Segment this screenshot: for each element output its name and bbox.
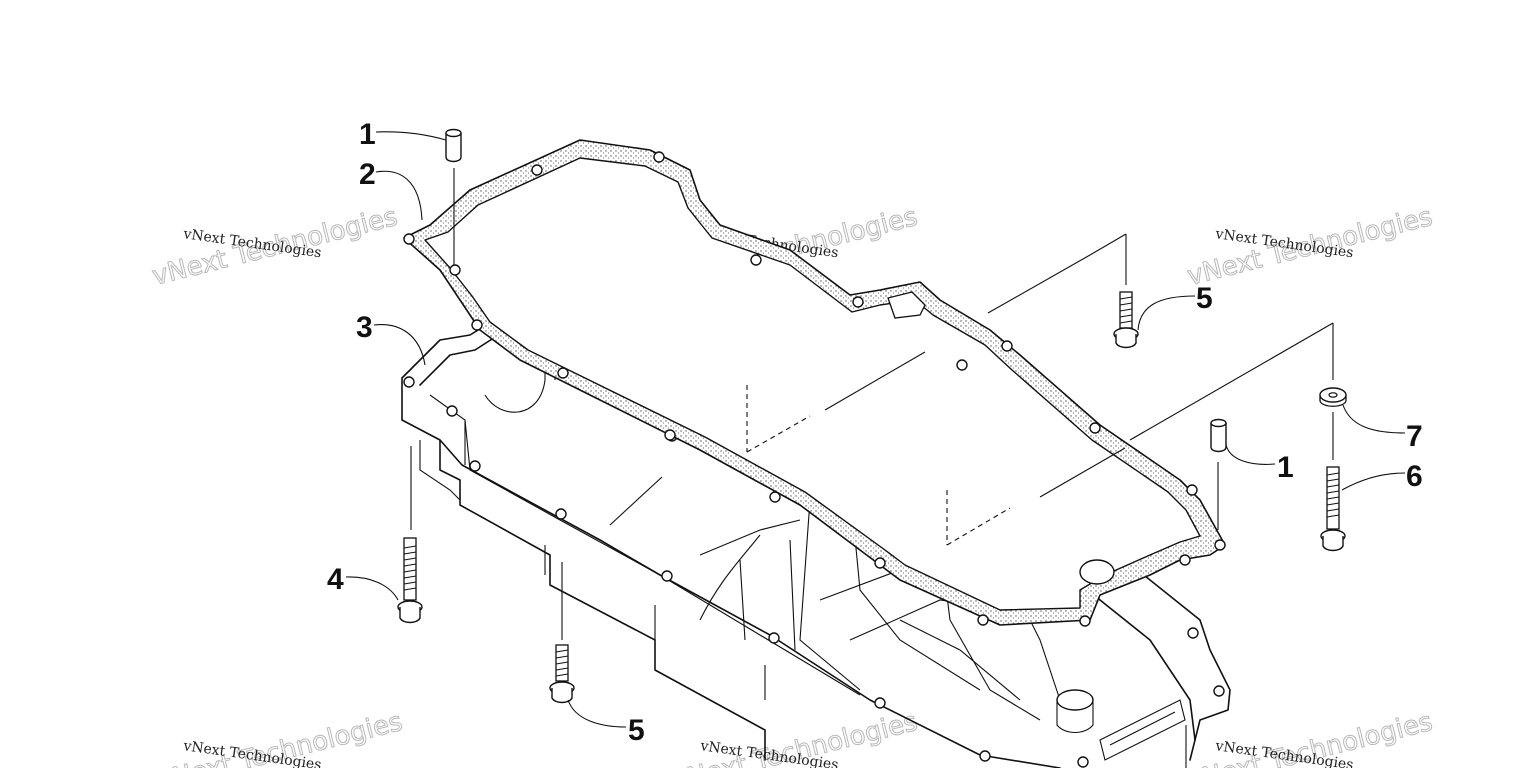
alignment-lines (410, 168, 1334, 768)
bolt-6 (1320, 466, 1346, 552)
watermark-bottom-left: vNext Technologies vNext Technologies (154, 706, 406, 773)
oil-pan-gasket (403, 139, 1226, 627)
washer-7 (1319, 387, 1347, 407)
callout-7-washer: 7 (1406, 420, 1423, 453)
callout-1-dowel-pin: 1 (359, 118, 376, 151)
callout-4-bolt: 4 (327, 563, 344, 596)
callout-6-bolt: 6 (1406, 460, 1423, 493)
callout-3-oil-pan: 3 (356, 311, 373, 344)
watermark-bottom-right: vNext Technologies vNext Technologies (1184, 706, 1436, 773)
bolt-5-bottom (549, 644, 575, 704)
callout-2-gasket: 2 (359, 158, 376, 191)
bolt-5-top (1113, 291, 1139, 349)
dowel-pin-right (1210, 418, 1227, 453)
dowel-pin-top-left (445, 128, 462, 163)
watermark-top-right: vNext Technologies vNext Technologies (1184, 201, 1436, 292)
callout-1-dowel-pin-right: 1 (1277, 451, 1294, 484)
callout-leaders (345, 131, 1406, 728)
watermark-top-left: vNext Technologies vNext Technologies (149, 201, 401, 292)
bolt-4 (397, 537, 423, 624)
callout-5-bolt-top: 5 (1196, 282, 1213, 315)
callout-5-bolt-bottom: 5 (628, 714, 645, 747)
watermark-bottom-center: vNext Technologies vNext Technologies (669, 706, 921, 773)
